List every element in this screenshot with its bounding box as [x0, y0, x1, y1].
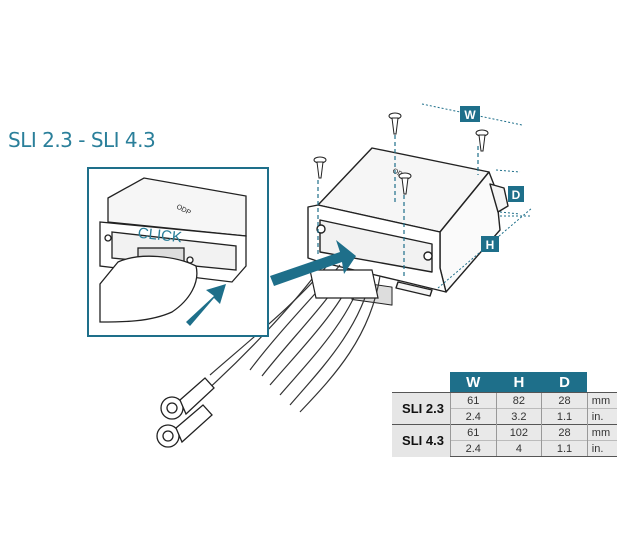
unit-screw-hole-left	[316, 224, 326, 234]
mounting-screws	[317, 128, 479, 278]
detail-inset: ODP CLICK	[87, 167, 269, 337]
screw-icon	[398, 172, 412, 195]
svg-text:H: H	[486, 238, 495, 252]
table-header-row: W H D	[392, 372, 617, 393]
dim-badge-h: H	[481, 236, 499, 252]
screw-icons	[313, 112, 489, 195]
unit-right-ear	[489, 183, 509, 213]
dim-badge-w: W	[460, 106, 480, 122]
dim-badge-d: D	[508, 186, 524, 202]
rca-connector	[156, 404, 213, 448]
rca-connectors	[156, 377, 215, 448]
dimensions-table: W H D SLI 2.3 61 82 28 mm 2.4 3.2 1.1 in…	[392, 372, 617, 457]
table-row: SLI 4.3 61 102 28 mm	[392, 424, 617, 457]
hand-illustration	[99, 255, 198, 323]
unit-bottom-ear	[395, 281, 433, 297]
unit-screw-hole-right	[423, 251, 433, 261]
screw-icon	[388, 112, 402, 135]
click-label: CLICK	[137, 225, 183, 247]
table-row: 2.4 4 1.1 in.	[392, 440, 617, 457]
svg-text:W: W	[464, 108, 476, 122]
table-row: SLI 2.3 61 82 28 mm	[392, 392, 617, 425]
svg-text:CLICK: CLICK	[137, 225, 183, 247]
header-w: W	[450, 372, 497, 393]
header-h: H	[496, 372, 542, 393]
push-arrow-icon	[186, 284, 226, 326]
rca-connector	[160, 377, 215, 420]
header-d: D	[541, 372, 588, 393]
table-row: 2.4 3.2 1.1 in.	[392, 408, 617, 425]
svg-text:D: D	[512, 188, 521, 202]
page-title: SLI 2.3 - SLI 4.3	[8, 128, 156, 152]
screw-icon	[475, 129, 489, 152]
screw-icon	[313, 156, 327, 179]
model-name: SLI 4.3	[392, 424, 451, 457]
model-name: SLI 2.3	[392, 392, 451, 425]
insertion-arrow	[270, 240, 356, 286]
harness-plug	[309, 269, 379, 299]
